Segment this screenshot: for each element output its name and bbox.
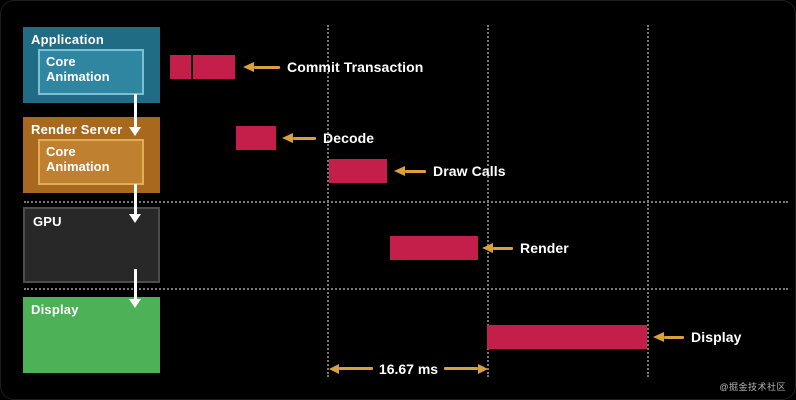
phase-label: Render: [520, 240, 569, 256]
core-animation-box: Core Animation: [38, 139, 144, 185]
timeline-bar-draw-calls: [329, 159, 387, 183]
stage-label: GPU: [33, 214, 62, 229]
core-animation-box: Core Animation: [38, 49, 144, 95]
frame-boundary-line: [647, 25, 649, 377]
left-arrow-icon: [482, 243, 493, 253]
left-arrow-icon: [394, 166, 405, 176]
timeline-bar-commit-transaction-2: [193, 55, 235, 79]
phase-label: Draw Calls: [433, 163, 506, 179]
stage-label: Application: [31, 32, 104, 47]
phase-label: Commit Transaction: [287, 59, 424, 75]
frame-boundary-line: [487, 25, 489, 377]
stage-box-display: Display: [23, 297, 160, 373]
watermark: @掘金技术社区: [719, 382, 786, 392]
down-arrow-icon: [128, 269, 142, 308]
callout-commit-transaction: Commit Transaction: [243, 59, 423, 75]
callout-decode: Decode: [282, 130, 374, 146]
horizontal-gridline: [24, 288, 788, 290]
arrow-shaft: [293, 136, 316, 140]
arrow-head: [129, 299, 141, 308]
timeline-bar-commit-transaction-1: [170, 55, 191, 79]
left-arrow-icon: [653, 332, 664, 342]
right-arrow-icon: [478, 363, 489, 374]
down-arrow-icon: [128, 94, 142, 136]
left-arrow-icon: [329, 363, 339, 374]
arrow-shaft: [664, 335, 684, 339]
frame-interval-marker: 16.67 ms: [329, 360, 489, 377]
arrow-shaft: [254, 65, 280, 69]
timeline-bar-render: [390, 236, 478, 260]
left-arrow-icon: [282, 133, 293, 143]
frame-boundary-line: [327, 25, 329, 377]
stage-box-application: Application Core Animation: [23, 27, 160, 103]
callout-display: Display: [653, 329, 742, 345]
arrow-shaft: [133, 184, 137, 214]
phase-label: Decode: [323, 130, 375, 146]
arrow-shaft: [493, 246, 513, 250]
arrow-shaft: [339, 367, 373, 370]
arrow-shaft: [133, 94, 137, 127]
left-arrow-icon: [243, 62, 254, 72]
callout-draw-calls: Draw Calls: [394, 163, 506, 179]
arrow-head: [129, 127, 141, 136]
frame-interval-label: 16.67 ms: [378, 360, 439, 377]
stage-label: Render Server: [31, 122, 123, 137]
horizontal-gridline: [24, 201, 788, 203]
arrow-shaft: [444, 367, 479, 370]
arrow-shaft: [133, 269, 137, 299]
timeline-bar-display: [487, 325, 647, 349]
callout-render: Render: [482, 240, 569, 256]
arrow-shaft: [405, 169, 426, 173]
timeline-bar-decode: [236, 126, 276, 150]
down-arrow-icon: [128, 184, 142, 223]
inner-label: Core Animation: [46, 144, 110, 174]
inner-label: Core Animation: [46, 54, 110, 84]
phase-label: Display: [691, 329, 742, 345]
arrow-head: [129, 214, 141, 223]
stage-label: Display: [31, 302, 79, 317]
